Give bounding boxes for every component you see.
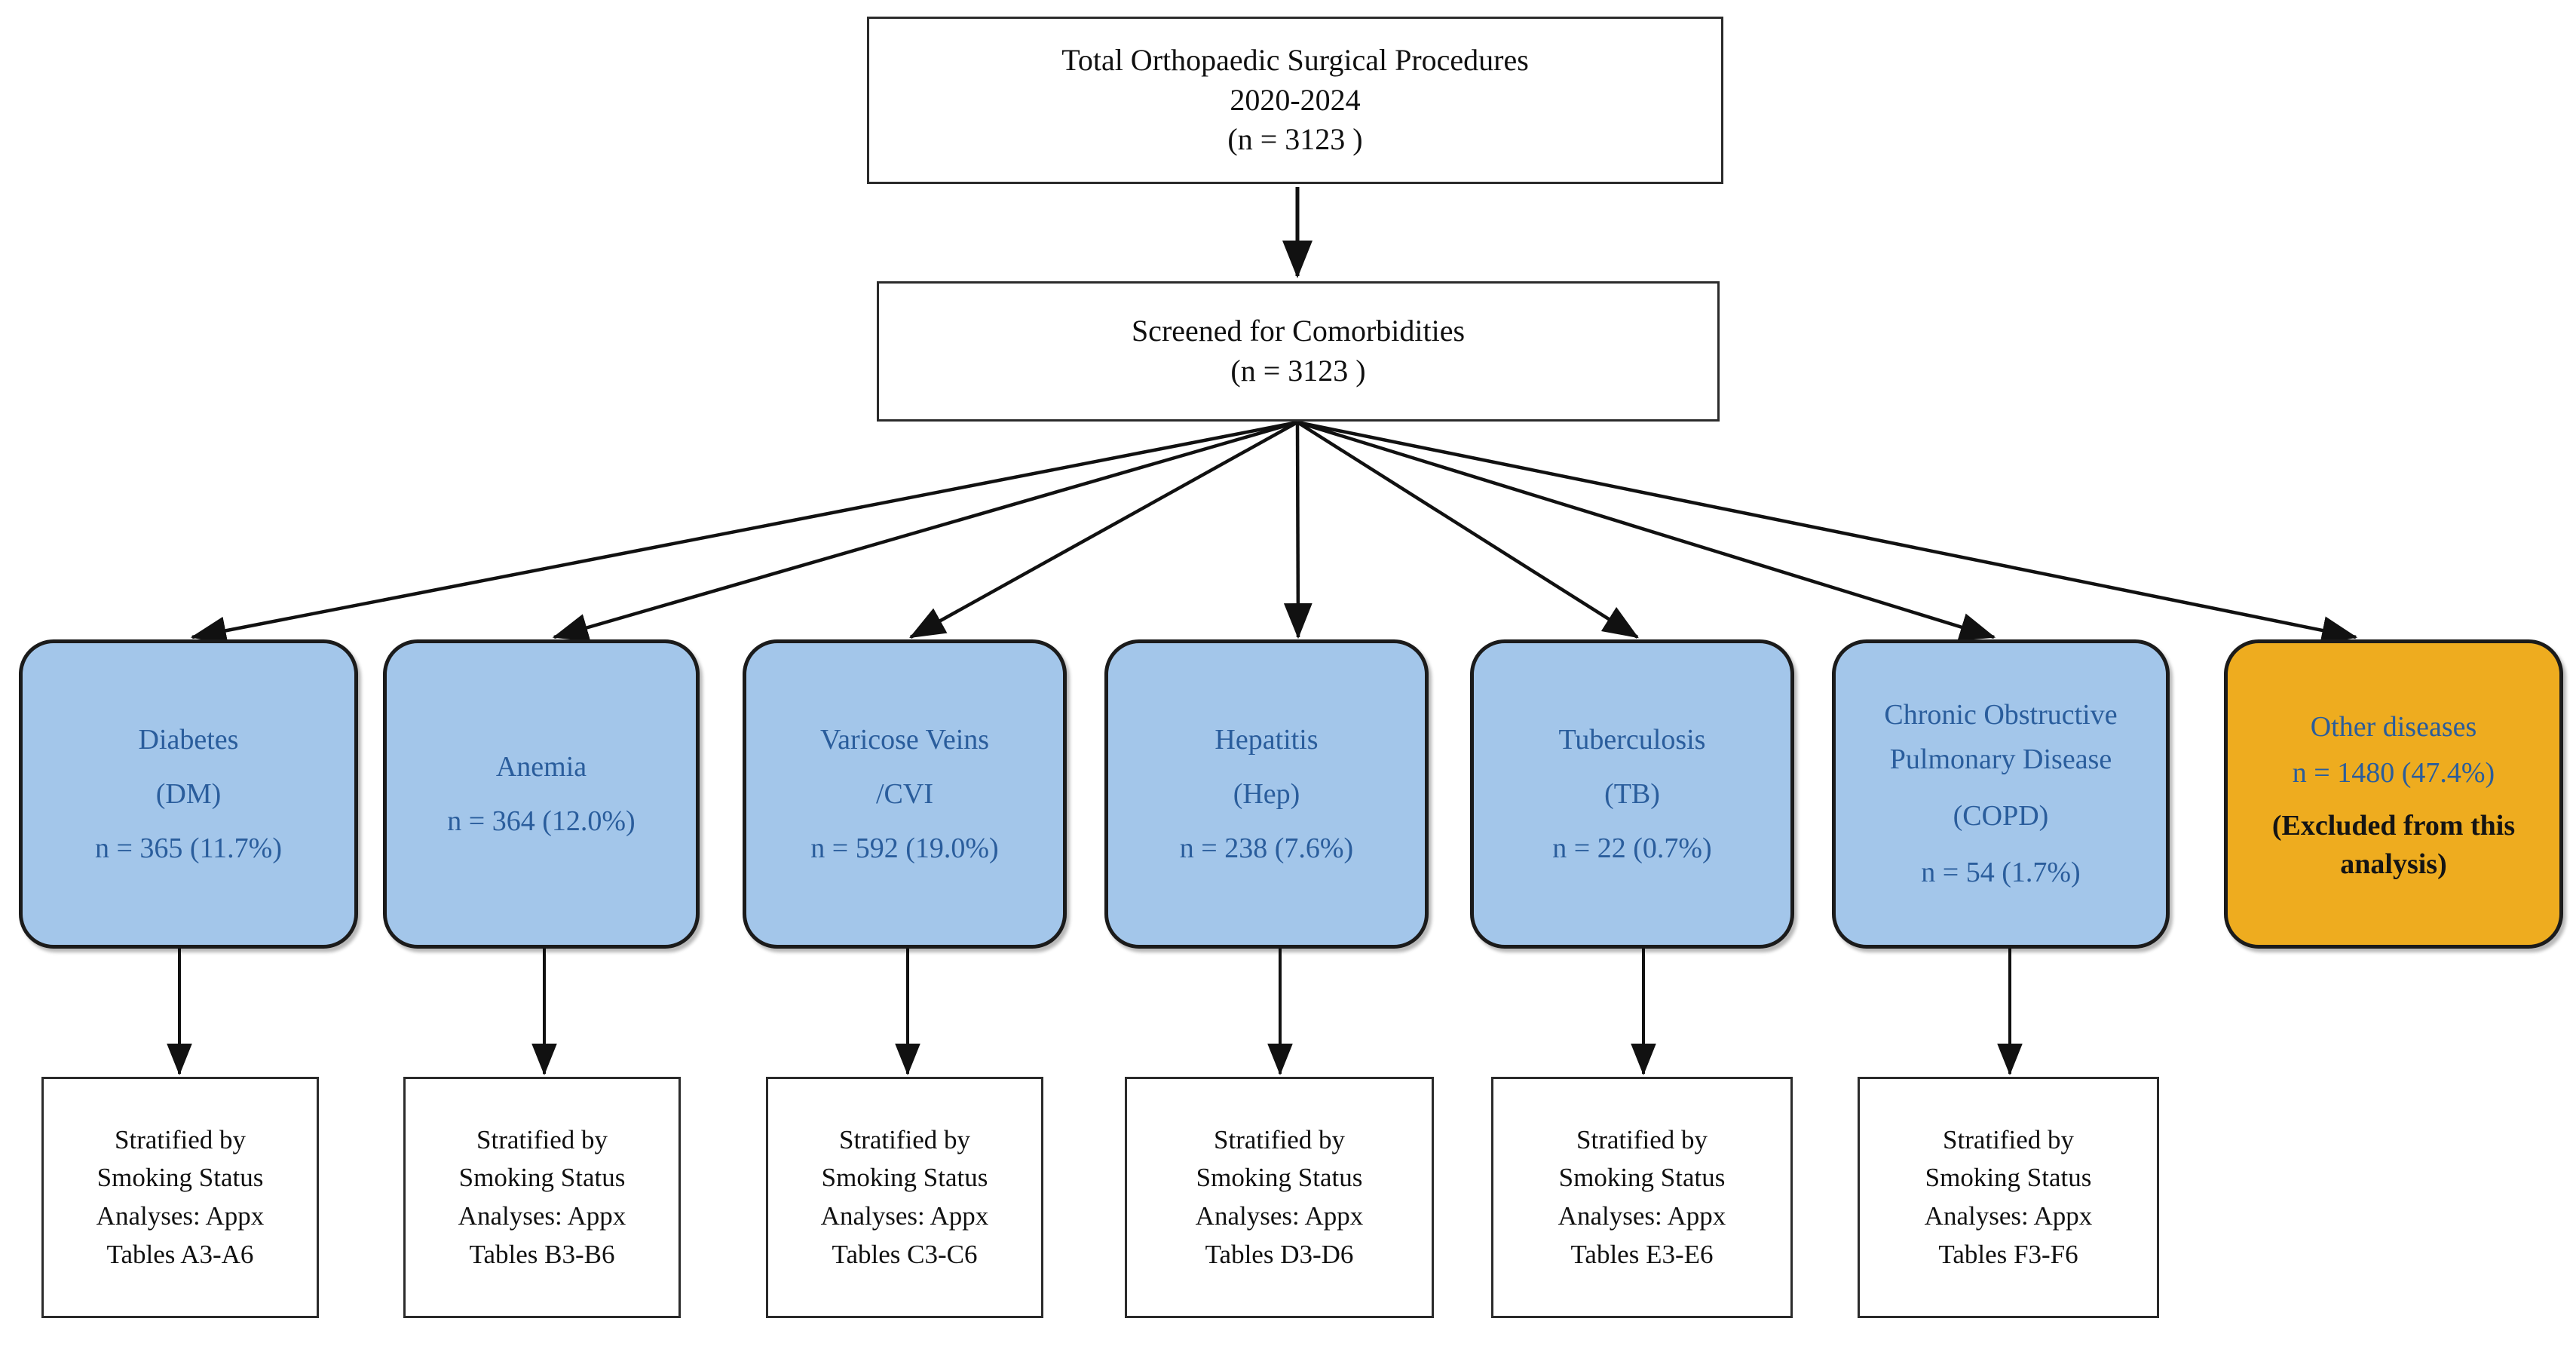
leaf-varicose-veins-line-4: Tables C3-C6 [832,1239,978,1269]
total-procedures-line-1: Total Orthopaedic Surgical Procedures [1061,42,1529,77]
diabetes-count: n = 365 (11.7%) [95,832,282,865]
hepatitis-name: Hepatitis [1214,723,1319,756]
total-procedures-line-3: (n = 3123 ) [1227,122,1363,157]
node-leaf-anemia: Stratified by Smoking Status Analyses: A… [403,1077,681,1318]
copd-count: n = 54 (1.7%) [1921,856,2081,888]
leaf-copd-line-2: Smoking Status [1925,1163,2092,1193]
copd-name-line-1: Chronic Obstructive [1884,699,2118,731]
copd-name-line-2: Pulmonary Disease [1889,744,2112,776]
node-leaf-diabetes: Stratified by Smoking Status Analyses: A… [41,1077,319,1318]
screened-line-2: (n = 3123 ) [1230,354,1366,388]
other-diseases-excluded-line-1: (Excluded from this [2271,809,2516,842]
anemia-name: Anemia [495,750,587,783]
leaf-varicose-veins-line-1: Stratified by [839,1124,970,1154]
tuberculosis-name: Tuberculosis [1558,723,1706,756]
node-total-procedures: Total Orthopaedic Surgical Procedures 20… [867,17,1723,184]
leaf-diabetes-line-4: Tables A3-A6 [106,1239,254,1269]
leaf-diabetes-line-2: Smoking Status [96,1163,264,1193]
copd-abbrev: (COPD) [1953,800,2049,832]
node-comorbidity-hepatitis: Hepatitis (Hep) n = 238 (7.6%) [1104,639,1429,949]
tuberculosis-abbrev: (TB) [1604,777,1660,810]
leaf-tuberculosis-line-3: Analyses: Appx [1558,1201,1726,1231]
leaf-copd-line-1: Stratified by [1943,1124,2074,1154]
node-comorbidity-varicose-veins: Varicose Veins /CVI n = 592 (19.0%) [743,639,1067,949]
connector-screening-to-other-diseases [1297,420,2358,645]
other-diseases-excluded-line-2: analysis) [2340,848,2447,880]
connector-screening-to-anemia [552,420,1298,642]
leaf-hepatitis-line-4: Tables D3-D6 [1205,1239,1354,1269]
leaf-anemia-line-4: Tables B3-B6 [469,1239,615,1269]
node-comorbidity-anemia: Anemia n = 364 (12.0%) [383,639,700,949]
leaf-anemia-line-2: Smoking Status [458,1163,626,1193]
leaf-hepatitis-line-1: Stratified by [1214,1124,1345,1154]
leaf-hepatitis-line-3: Analyses: Appx [1195,1201,1364,1231]
node-leaf-tuberculosis: Stratified by Smoking Status Analyses: A… [1491,1077,1793,1318]
leaf-diabetes-line-3: Analyses: Appx [96,1201,265,1231]
node-comorbidity-tuberculosis: Tuberculosis (TB) n = 22 (0.7%) [1470,639,1794,949]
node-leaf-copd: Stratified by Smoking Status Analyses: A… [1858,1077,2159,1318]
tuberculosis-count: n = 22 (0.7%) [1552,832,1712,865]
screened-line-1: Screened for Comorbidities [1131,314,1466,348]
varicose-veins-count: n = 592 (19.0%) [810,832,999,865]
leaf-copd-line-3: Analyses: Appx [1924,1201,2093,1231]
leaf-hepatitis-line-2: Smoking Status [1196,1163,1363,1193]
connector-screening-to-hepatitis [1283,422,1313,639]
total-procedures-line-2: 2020-2024 [1230,82,1361,117]
anemia-count: n = 364 (12.0%) [447,805,636,837]
node-comorbidity-diabetes: Diabetes (DM) n = 365 (11.7%) [19,639,358,949]
leaf-tuberculosis-line-2: Smoking Status [1558,1163,1726,1193]
varicose-veins-name: Varicose Veins [819,723,990,756]
varicose-veins-abbrev: /CVI [876,777,933,810]
leaf-anemia-line-3: Analyses: Appx [458,1201,626,1231]
leaf-tuberculosis-line-1: Stratified by [1576,1124,1708,1154]
node-screened-for-comorbidities: Screened for Comorbidities (n = 3123 ) [877,281,1720,422]
leaf-anemia-line-1: Stratified by [476,1124,608,1154]
node-other-diseases-excluded: Other diseases n = 1480 (47.4%) (Exclude… [2224,639,2563,949]
hepatitis-abbrev: (Hep) [1233,777,1300,810]
node-comorbidity-copd: Chronic Obstructive Pulmonary Disease (C… [1832,639,2170,949]
node-leaf-varicose-veins: Stratified by Smoking Status Analyses: A… [766,1077,1043,1318]
diabetes-abbrev: (DM) [155,777,222,810]
diabetes-name: Diabetes [138,723,239,756]
leaf-varicose-veins-line-2: Smoking Status [821,1163,988,1193]
connector-screening-to-diabetes [190,420,1298,645]
leaf-diabetes-line-1: Stratified by [115,1124,246,1154]
connector-screening-to-varicose-veins [909,421,1299,639]
hepatitis-count: n = 238 (7.6%) [1179,832,1354,865]
node-leaf-hepatitis: Stratified by Smoking Status Analyses: A… [1125,1077,1434,1318]
connector-screening-to-tuberculosis [1296,421,1639,639]
other-diseases-count: n = 1480 (47.4%) [2292,756,2495,789]
other-diseases-name: Other diseases [2310,710,2477,743]
leaf-tuberculosis-line-4: Tables E3-E6 [1570,1239,1714,1269]
leaf-copd-line-4: Tables F3-F6 [1938,1239,2078,1269]
leaf-varicose-veins-line-3: Analyses: Appx [820,1201,989,1231]
connector-screening-to-copd [1297,420,1996,641]
